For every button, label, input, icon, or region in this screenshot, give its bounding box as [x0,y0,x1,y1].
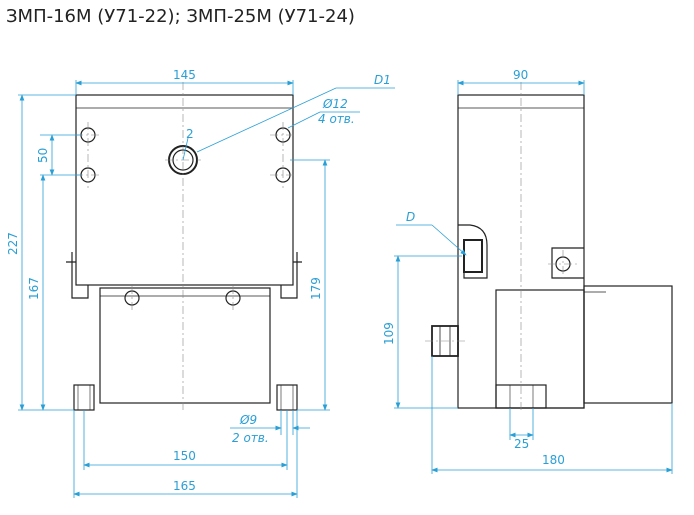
front-dim-145: 145 [173,68,196,82]
side-dim-109: 109 [382,322,396,345]
side-dim-180: 180 [542,453,565,467]
front-label-foot-count: 2 отв. [232,431,269,445]
front-dim-167: 167 [27,277,41,300]
side-right-bracket [551,247,584,279]
side-dimension-lines [394,80,673,474]
front-dimension-lines [18,80,395,498]
front-label-hole-dia: Ø12 [322,97,348,111]
side-dim-d: D [406,210,415,224]
front-housing [75,94,294,286]
front-left-foot [73,384,95,411]
drawing-title: ЗМП-16М (У71-22); ЗМП-25М (У71-24) [6,6,355,27]
front-label-foot-dia: Ø9 [239,413,257,427]
side-left-bracket [458,224,488,279]
side-dim-90: 90 [513,68,528,82]
front-right-guide [280,252,302,299]
side-lower-body [495,289,585,409]
front-label-hole-count: 4 отв. [318,112,355,126]
front-left-guide [66,252,89,299]
side-right-protrusion [583,285,673,404]
side-centerlines [425,82,578,412]
front-dim-165: 165 [173,479,196,493]
front-lower-body [99,287,271,404]
front-dim-227: 227 [6,232,20,255]
front-dim-150: 150 [173,449,196,463]
front-dim-50: 50 [36,148,50,163]
front-view [66,94,302,411]
front-right-foot [276,384,298,411]
side-left-bracket-block [463,239,483,273]
side-dimension-texts: 90 D 109 25 180 [382,68,565,467]
side-dim-25: 25 [514,437,529,451]
front-dimension-texts: 145 227 167 50 179 150 165 D1 Ø12 4 отв.… [6,68,391,493]
front-centerlines [75,82,296,412]
front-dim-179: 179 [309,277,323,300]
side-view [431,94,673,409]
front-label-d1: D1 [374,73,391,87]
front-label-port: 2 [186,127,194,141]
